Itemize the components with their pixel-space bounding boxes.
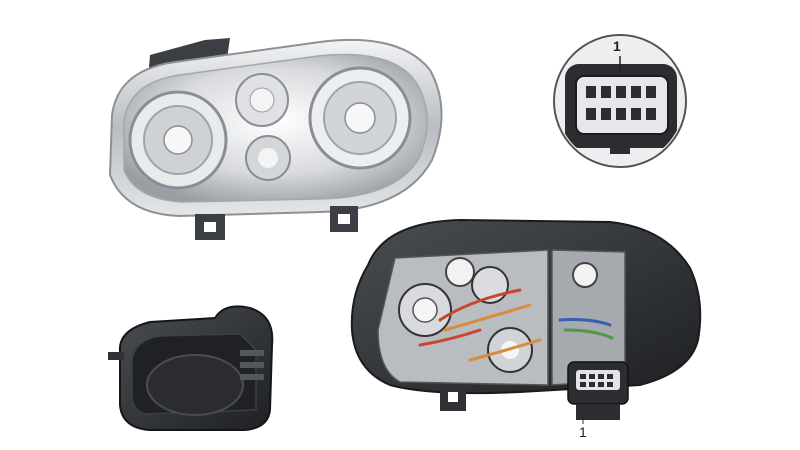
wiring-harness: [418, 288, 614, 362]
connector-pins: [586, 86, 656, 120]
rear-access-cover: [108, 305, 274, 431]
connector-detail-view: [553, 34, 687, 168]
connector-detail-callout: 1: [613, 38, 621, 54]
headlamp-rear-view: [350, 218, 702, 424]
headlamp-front-view: [108, 38, 443, 240]
rear-connector-callout: 1: [579, 424, 587, 440]
